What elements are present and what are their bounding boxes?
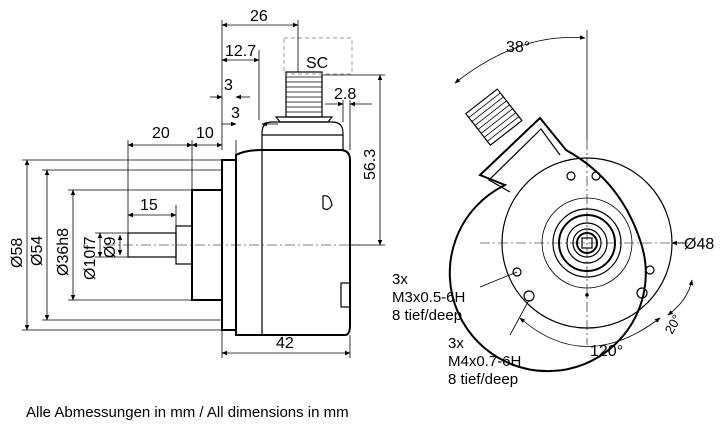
m4-depth: 8 tief/deep <box>448 371 518 388</box>
m4-holes <box>523 287 648 302</box>
m4-spec: M4x0.7-6H <box>448 353 521 370</box>
dim-10: 10 <box>196 125 214 142</box>
angle-38: 38° <box>506 39 530 56</box>
dim-15: 15 <box>140 197 158 214</box>
dia-48: Ø48 <box>684 236 714 253</box>
dia-10f7: Ø10f7 <box>82 236 99 280</box>
angle-20: 20° <box>662 312 685 337</box>
dim-20: 20 <box>152 125 170 142</box>
dim-26: 26 <box>250 8 268 25</box>
dim-56-3: 56.3 <box>362 149 379 180</box>
front-connector <box>464 88 523 147</box>
dim-3-a: 3 <box>224 77 233 94</box>
dia-9: Ø9 <box>102 237 119 258</box>
dia-36h8: Ø36h8 <box>55 228 72 276</box>
encoder-housing <box>235 149 351 336</box>
side-view: SC 26 12.7 3 3 2.8 56.3 20 10 <box>9 8 385 358</box>
dim-2-8: 2.8 <box>334 86 356 103</box>
m3-holes <box>512 171 655 277</box>
m3-count: 3x <box>392 271 408 288</box>
m4-count: 3x <box>448 335 464 352</box>
cable-outline <box>283 37 353 75</box>
connector <box>285 71 323 118</box>
dim-3-b: 3 <box>231 105 240 122</box>
dia-54: Ø54 <box>29 236 46 266</box>
dim-42: 42 <box>276 335 294 352</box>
footer-note: Alle Abmessungen in mm / All dimensions … <box>26 404 349 421</box>
dia-58: Ø58 <box>9 238 26 268</box>
housing-outline <box>448 116 647 373</box>
front-view: Ø48 38° 120° 20° 3x M3x0.5-6H 8 tief/dee… <box>392 30 714 388</box>
m3-spec: M3x0.5-6H <box>392 289 465 306</box>
technical-drawing: SC 26 12.7 3 3 2.8 56.3 20 10 <box>9 8 714 388</box>
connector-label: SC <box>306 55 328 72</box>
m3-depth: 8 tief/deep <box>392 307 462 324</box>
angle-120: 120° <box>590 343 623 360</box>
dim-12-7: 12.7 <box>225 43 256 60</box>
